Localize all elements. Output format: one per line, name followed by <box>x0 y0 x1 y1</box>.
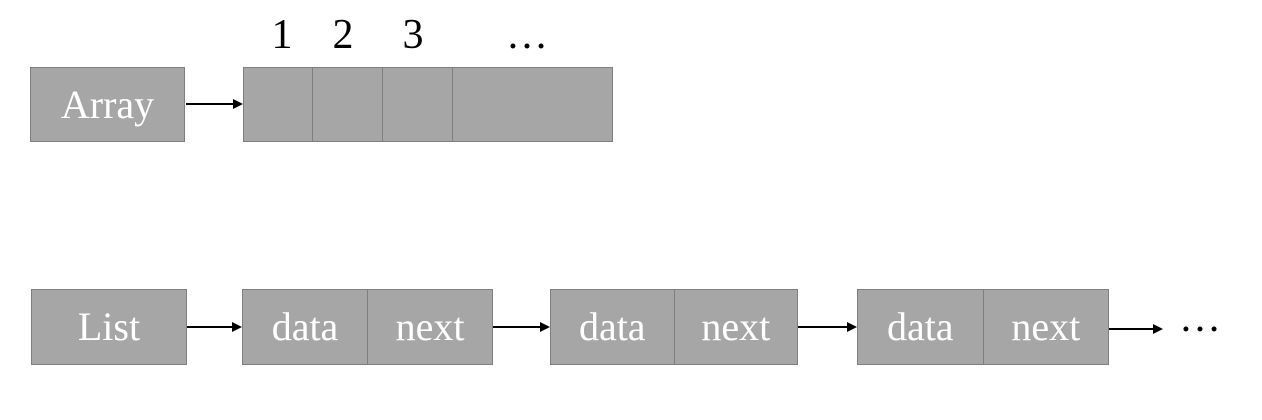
node-1-data-cell: data <box>243 290 367 364</box>
node-2-data-cell: data <box>551 290 674 364</box>
array-index-ellipsis: … <box>506 12 548 58</box>
node-3-next-cell: next <box>982 290 1109 364</box>
node-3-data-label: data <box>886 304 954 349</box>
array-index-label-1: 1 <box>271 12 293 58</box>
array-index-label-3: 3 <box>402 12 424 58</box>
list-node-3: data next <box>857 289 1109 365</box>
array-pointer-right-arrow-icon <box>186 99 243 109</box>
node-1-data-label: data <box>271 304 339 349</box>
node-1-next-cell: next <box>367 290 492 364</box>
array-label: Array <box>60 81 155 127</box>
list-pointer-right-arrow-icon <box>187 322 242 332</box>
array-cell-rest <box>452 68 612 141</box>
list-label: List <box>77 304 141 349</box>
node-2-next-right-arrow-icon <box>798 322 857 332</box>
array-cell-3 <box>382 68 452 141</box>
array-label-box: Array <box>30 67 185 142</box>
list-node-1: data next <box>242 289 493 365</box>
array-cell-2 <box>312 68 382 141</box>
node-3-next-right-arrow-icon <box>1109 324 1163 334</box>
node-2-next-label: next <box>701 304 771 349</box>
array-cells-bar <box>243 67 613 142</box>
list-trailing-ellipsis: … <box>1179 295 1221 341</box>
list-label-box: List <box>31 289 187 365</box>
array-cell-1 <box>244 68 312 141</box>
node-3-data-cell: data <box>858 290 983 364</box>
node-1-next-right-arrow-icon <box>493 322 550 332</box>
node-2-next-cell: next <box>673 290 798 364</box>
node-3-next-label: next <box>1011 304 1081 349</box>
node-1-next-label: next <box>395 304 465 349</box>
node-2-data-label: data <box>578 304 646 349</box>
list-node-2: data next <box>550 289 798 365</box>
array-index-label-2: 2 <box>332 12 354 58</box>
